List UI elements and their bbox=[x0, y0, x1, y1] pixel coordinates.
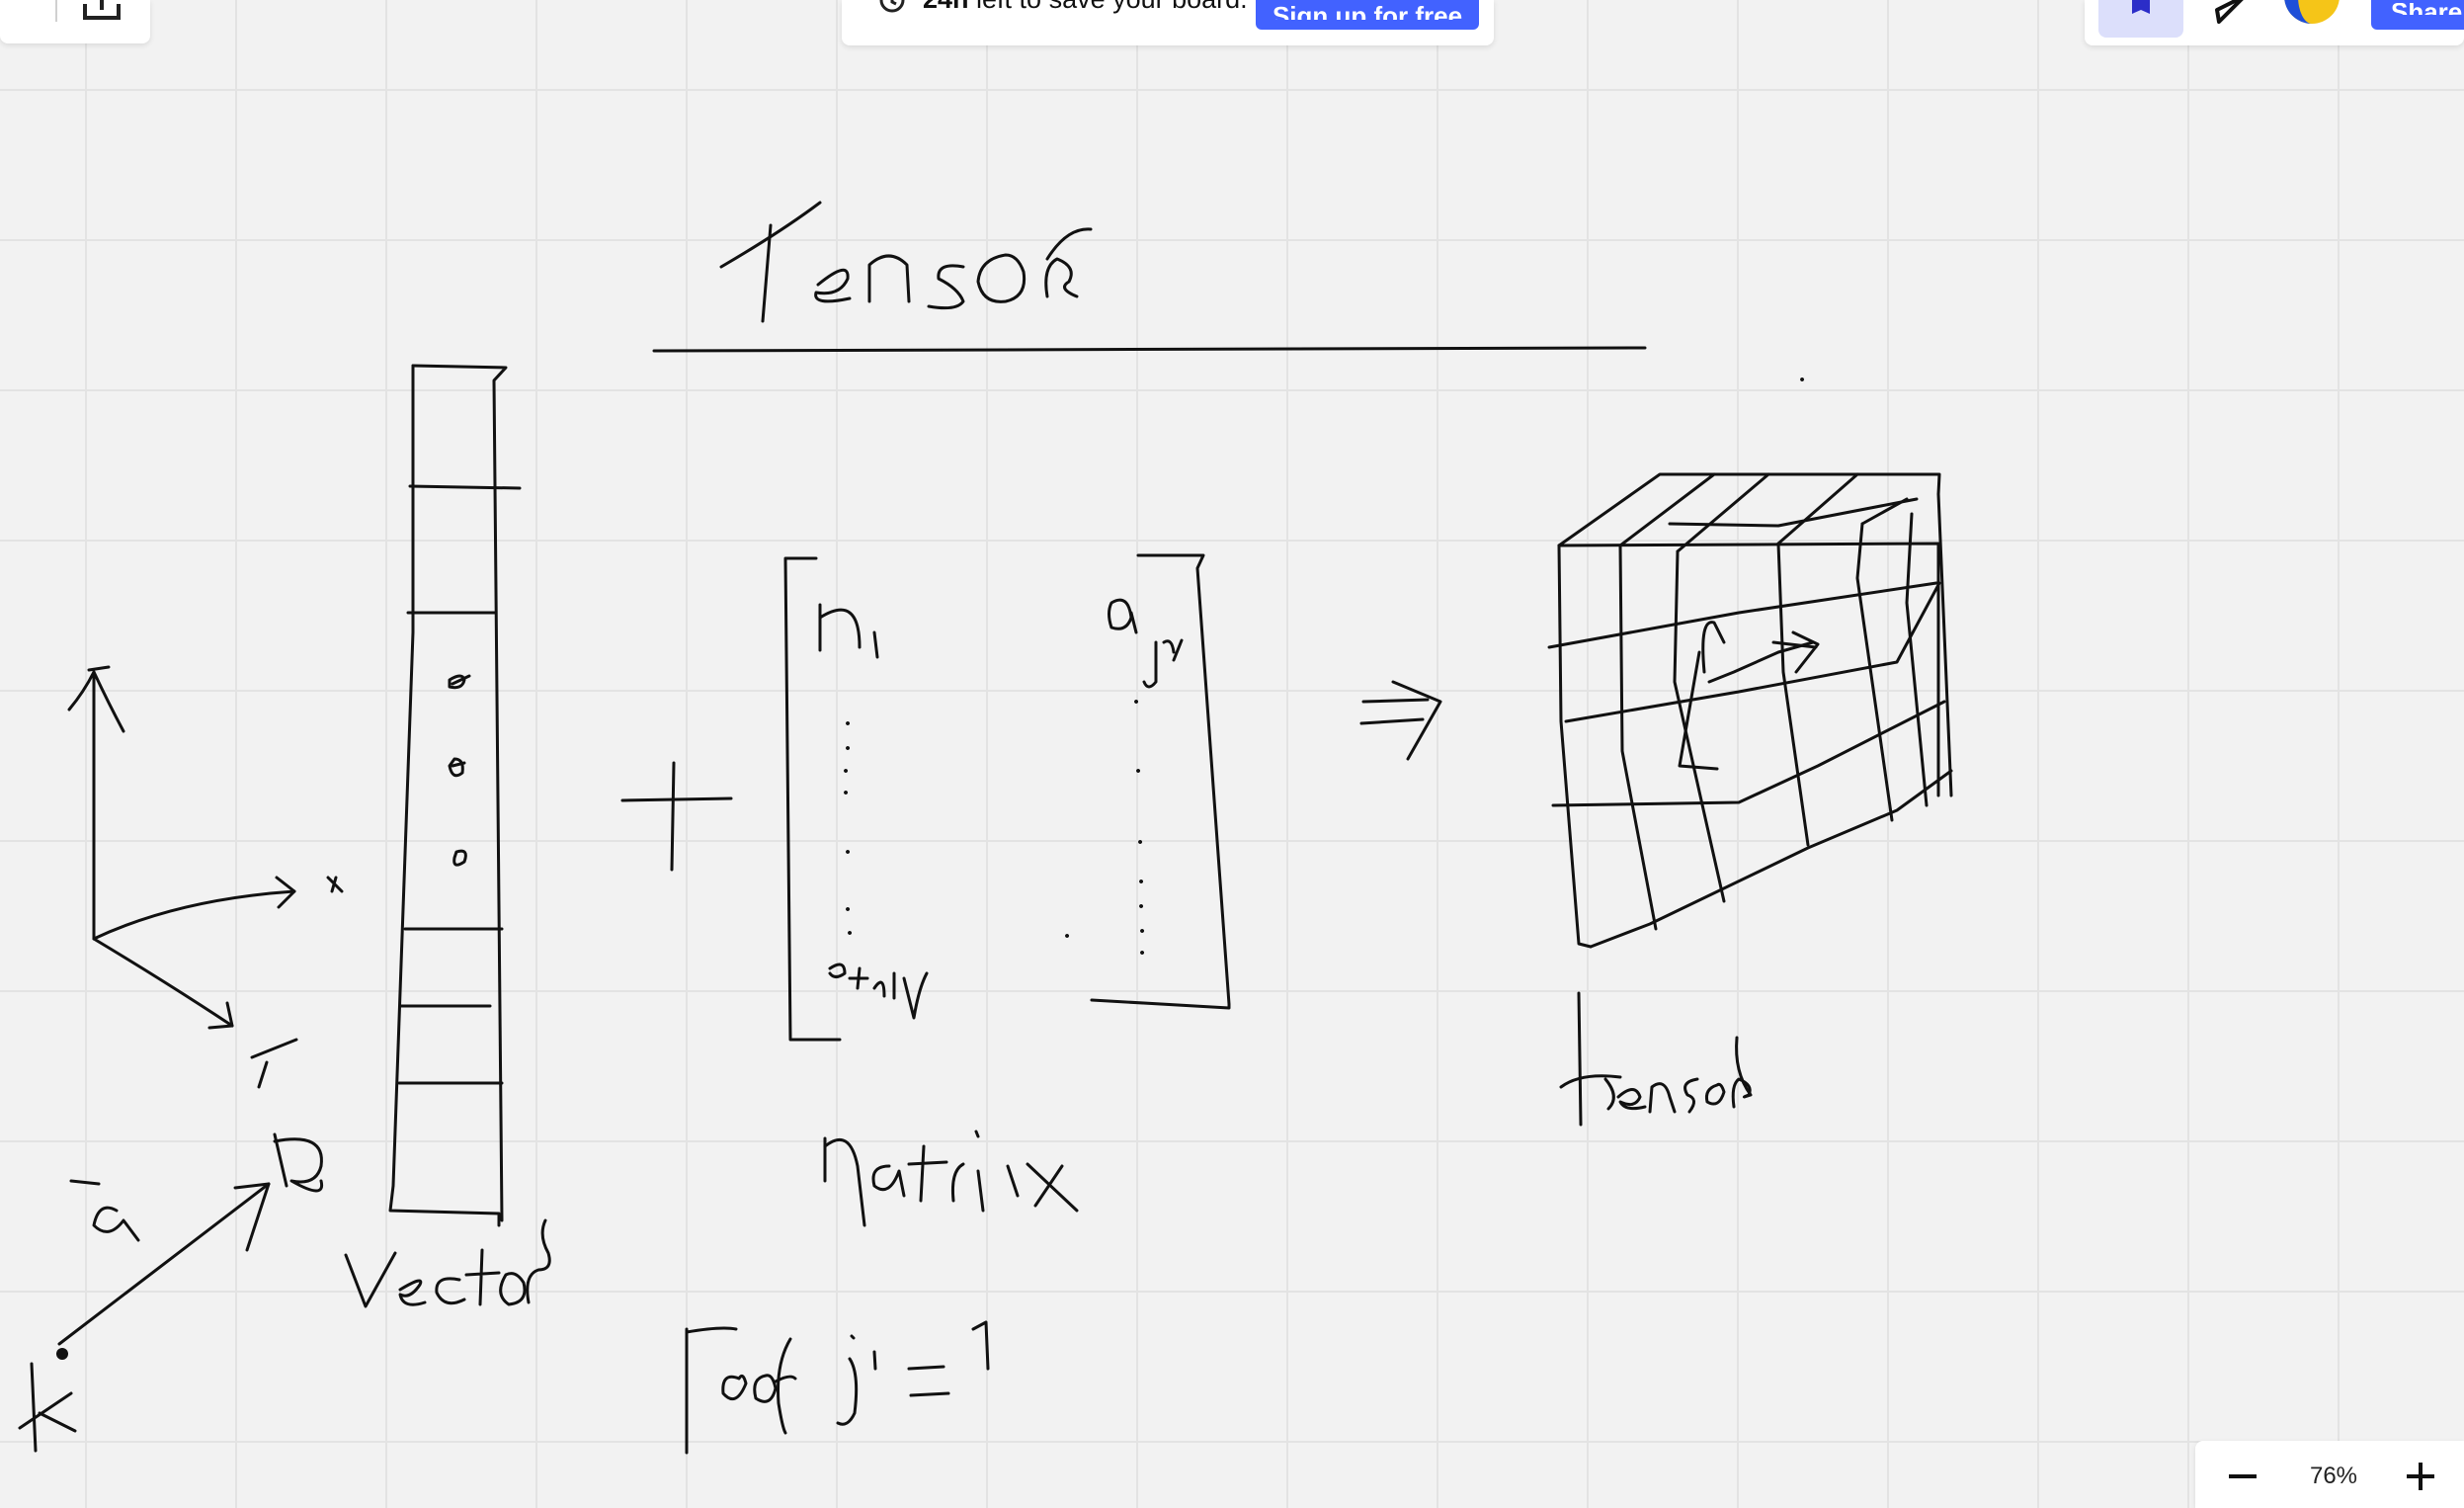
handwritten-column-vector[interactable] bbox=[388, 364, 522, 1227]
handwritten-title-tensor[interactable] bbox=[719, 201, 1093, 323]
sign-up-button[interactable]: Sign up for free bbox=[1256, 0, 1479, 30]
pointer-button[interactable] bbox=[2213, 0, 2253, 26]
export-button[interactable] bbox=[79, 0, 124, 30]
zoom-level: 76% bbox=[2309, 1463, 2358, 1489]
trial-time-left: 24h bbox=[923, 0, 969, 14]
handwritten-matrix[interactable] bbox=[783, 553, 1231, 1042]
zoom-out-button[interactable] bbox=[2215, 1453, 2270, 1500]
stray-dot[interactable] bbox=[1800, 377, 1805, 381]
export-icon bbox=[83, 0, 121, 20]
left-toolbar bbox=[0, 0, 150, 43]
handwritten-label-tensor[interactable] bbox=[1559, 991, 1753, 1127]
reactions-button[interactable] bbox=[2098, 0, 2183, 38]
handwritten-tensor-cube[interactable] bbox=[1547, 472, 1953, 949]
plus-icon bbox=[2407, 1463, 2434, 1490]
handwritten-label-vector[interactable] bbox=[344, 1218, 551, 1308]
handwritten-label-matrix[interactable] bbox=[823, 1130, 1079, 1227]
pointer-icon bbox=[2215, 0, 2244, 24]
zoom-in-button[interactable] bbox=[2393, 1453, 2448, 1500]
handwritten-implies-arrow[interactable] bbox=[1359, 680, 1442, 761]
handwritten-plus-sign[interactable] bbox=[620, 761, 733, 872]
reactions-icon bbox=[2132, 0, 2150, 14]
share-button[interactable]: Share bbox=[2371, 0, 2464, 30]
user-avatar[interactable] bbox=[2282, 0, 2341, 28]
sign-up-button-label: Sign up for free bbox=[1256, 6, 1479, 20]
trial-message-text: left to save your board. bbox=[969, 0, 1248, 14]
zoom-controls: 76% bbox=[2195, 1441, 2464, 1508]
handwritten-vector-ab[interactable] bbox=[18, 1132, 324, 1453]
share-button-label: Share bbox=[2391, 3, 2464, 15]
minus-icon bbox=[2229, 1474, 2257, 1478]
handwritten-axes[interactable] bbox=[67, 665, 344, 1089]
toolbar-divider bbox=[55, 0, 57, 22]
right-toolbar: Share bbox=[2085, 0, 2464, 45]
handwritten-label-for-j[interactable] bbox=[685, 1320, 990, 1455]
clock-icon bbox=[879, 0, 905, 13]
avatar-icon bbox=[2284, 0, 2340, 24]
trial-message: 24h left to save your board. bbox=[923, 0, 1248, 14]
title-underline[interactable] bbox=[652, 346, 1647, 353]
trial-banner: 24h left to save your board. Sign up for… bbox=[842, 0, 1494, 45]
